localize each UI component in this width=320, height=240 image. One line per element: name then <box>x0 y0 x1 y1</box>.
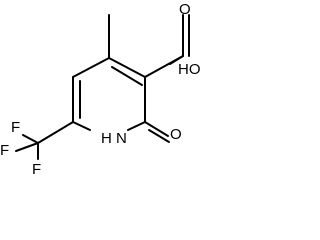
label-f2: F <box>32 161 41 178</box>
bond-c3-c4 <box>108 57 146 78</box>
label-nh: H <box>101 130 112 147</box>
bond-c5-o <box>144 121 169 137</box>
chemical-structure-canvas: HO O O H N F F F <box>0 1 201 178</box>
label-f1: F <box>11 119 20 136</box>
bond-c6-cf3 <box>37 121 74 144</box>
bond-n1-c6 <box>72 121 91 131</box>
label-oh: HO <box>178 61 201 78</box>
label-f3: F <box>0 142 9 159</box>
label-carbonyl-o: O <box>179 1 191 18</box>
label-n: N <box>116 130 127 147</box>
bond-c2-c3 <box>72 57 110 78</box>
label-ring-o: O <box>170 126 182 143</box>
bond-c5-o-double <box>148 129 170 143</box>
bond-cf3-f3 <box>15 142 39 152</box>
bond-cf3-f1 <box>22 134 39 144</box>
chemical-structure-diagram: HO O O H N F F F <box>0 1 201 178</box>
bond-c5-n1 <box>127 121 146 131</box>
bond-cooh-oh <box>169 55 184 65</box>
bond-c4-c3-double <box>111 66 143 86</box>
